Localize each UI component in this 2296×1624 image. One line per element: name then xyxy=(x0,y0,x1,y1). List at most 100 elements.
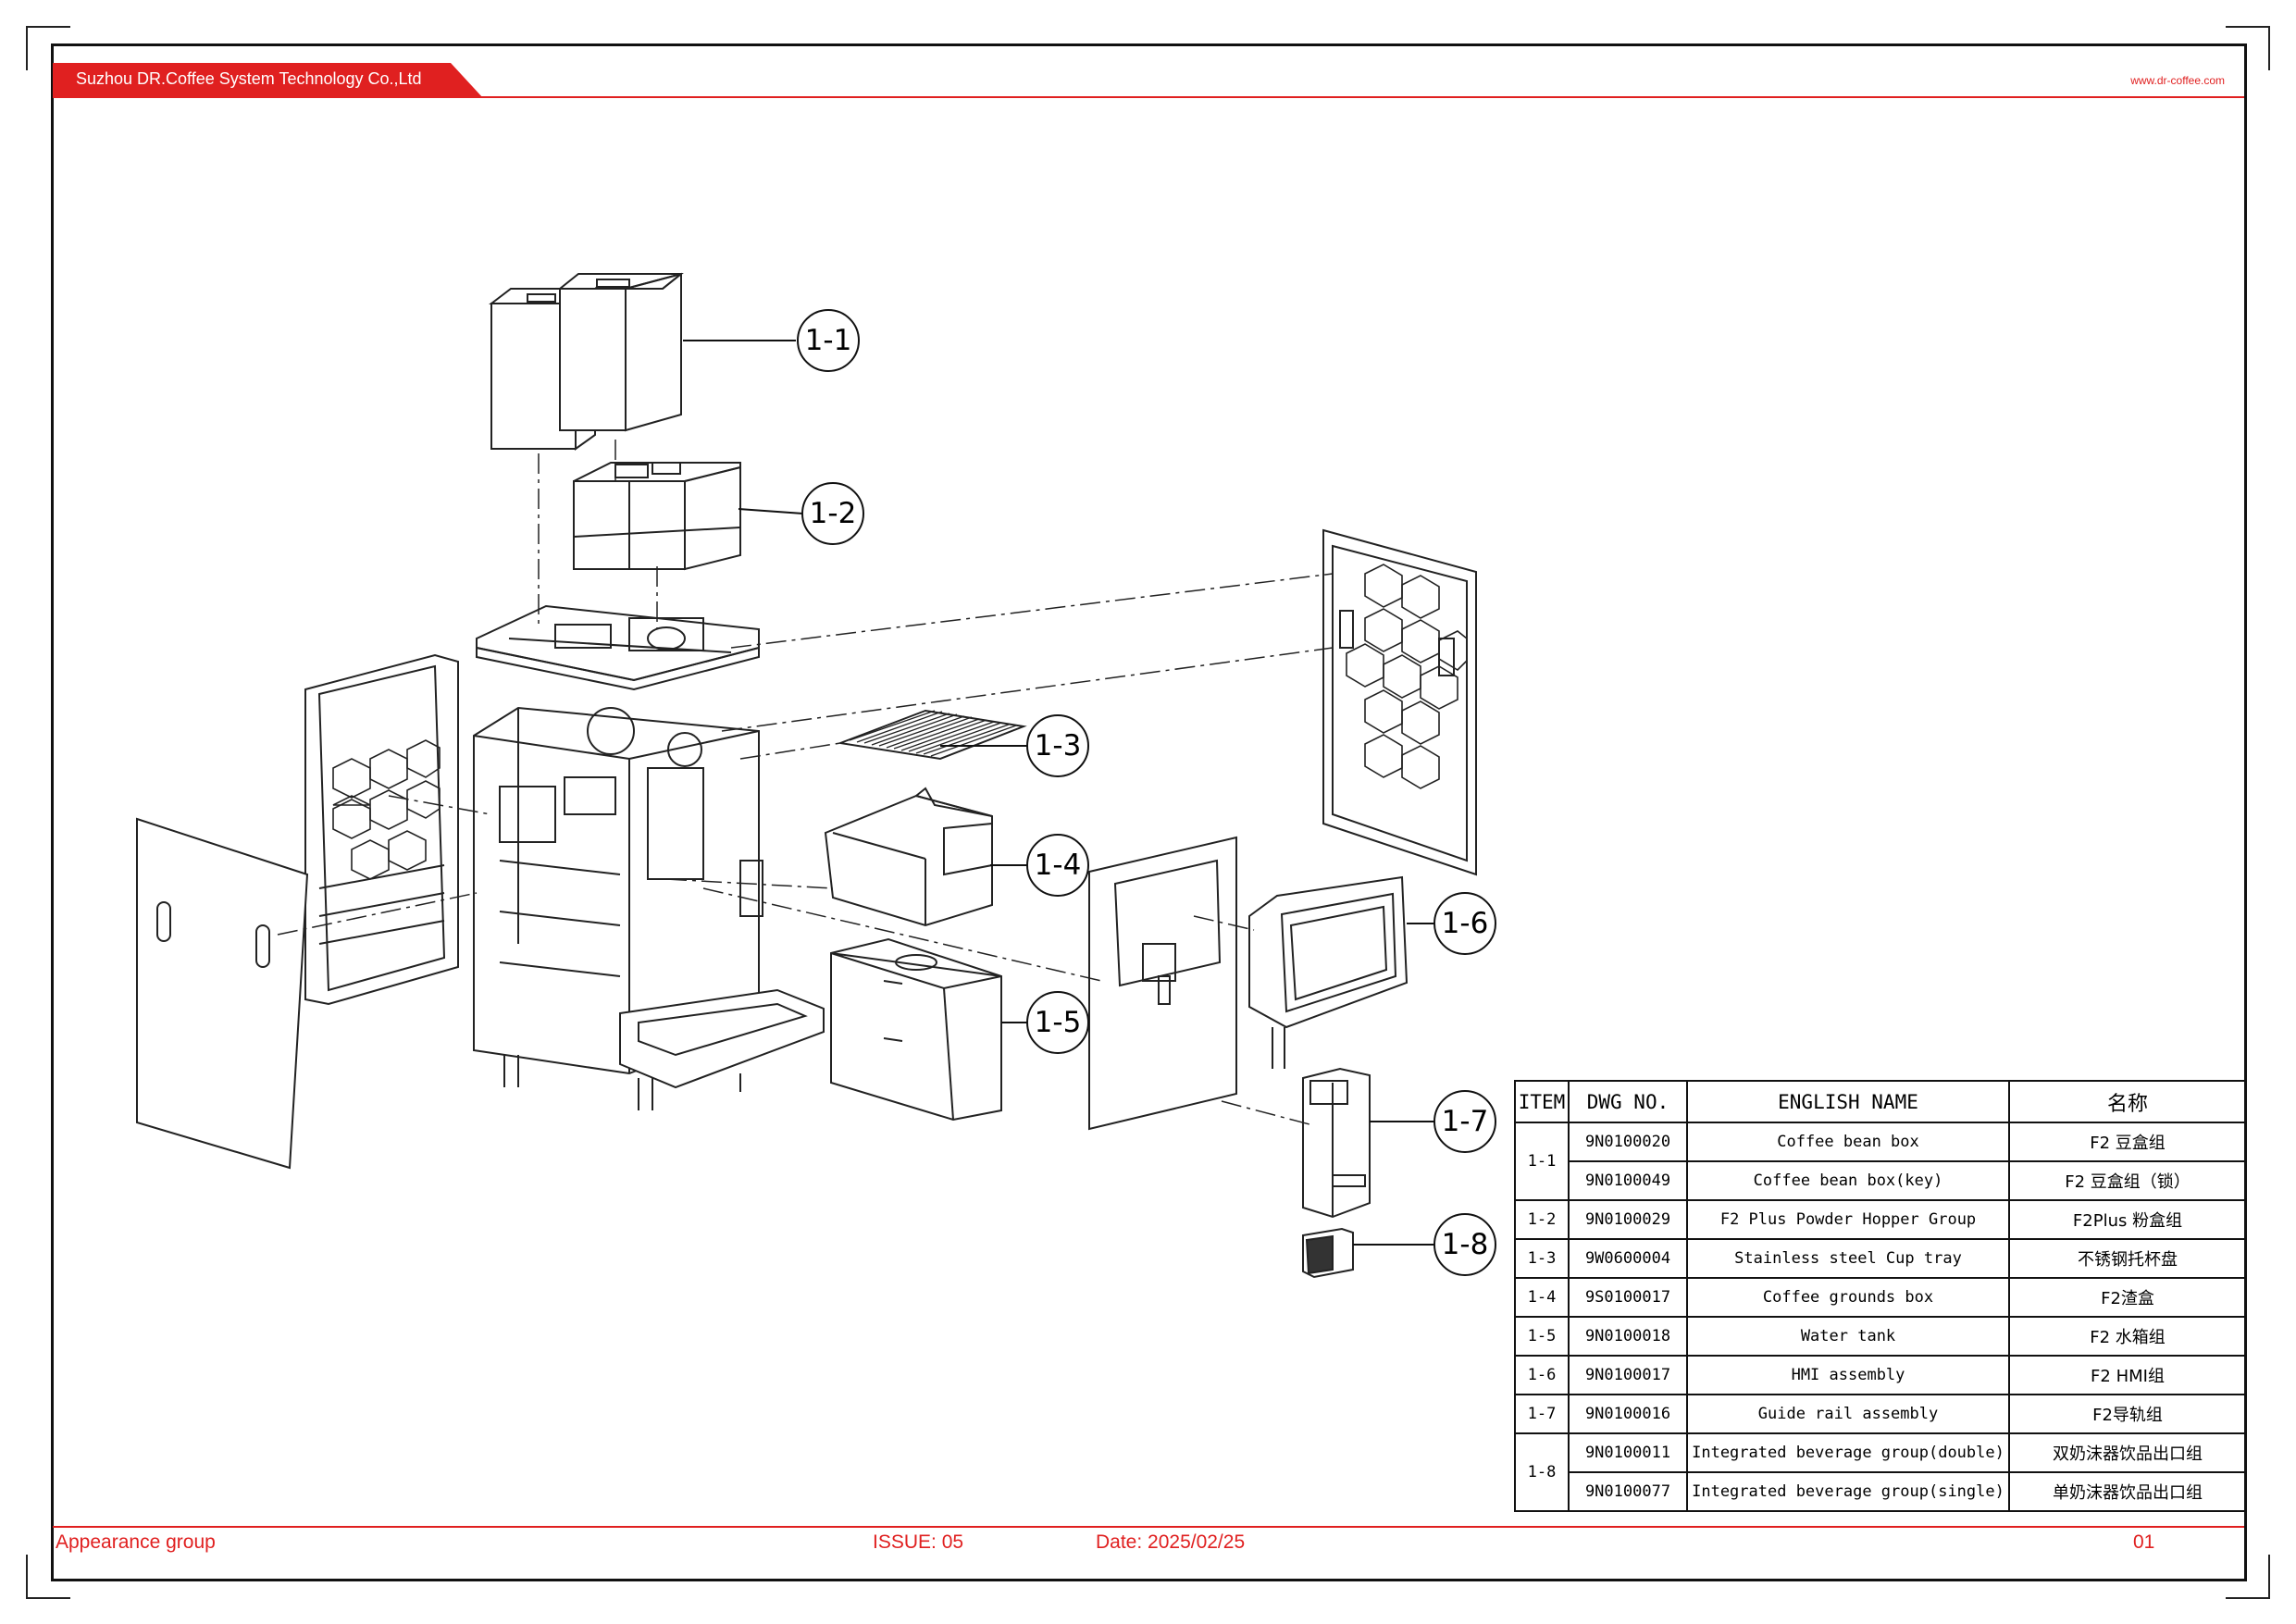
header-rule xyxy=(53,96,2244,98)
website-link[interactable]: www.dr-coffee.com xyxy=(2130,74,2225,87)
callout-label: 1-5 xyxy=(1035,1006,1082,1039)
crop-mark xyxy=(26,26,28,70)
company-name: Suzhou DR.Coffee System Technology Co.,L… xyxy=(76,69,422,88)
crop-mark xyxy=(2268,1555,2270,1599)
callout-circle xyxy=(797,309,860,372)
crop-mark xyxy=(2226,1597,2270,1599)
item-cell: 1-7 xyxy=(1514,1394,1570,1434)
grounds-box-part xyxy=(824,787,993,927)
table-row: 9N0100077 Integrated beverage group(sing… xyxy=(1515,1471,2247,1512)
callout-label: 1-1 xyxy=(805,324,852,357)
table-row: 1-3 9W0600004 Stainless steel Cup tray 不… xyxy=(1514,1238,2247,1279)
crop-mark xyxy=(26,1597,70,1599)
column-header-item: ITEM xyxy=(1514,1080,1570,1123)
english-name-cell: HMI assembly xyxy=(1686,1355,2010,1395)
item-cell: 1-3 xyxy=(1514,1238,1570,1279)
crop-mark xyxy=(2226,26,2270,28)
english-name-cell: Integrated beverage group(double) xyxy=(1686,1432,2010,1473)
callout-label: 1-7 xyxy=(1442,1105,1489,1138)
callout-label: 1-4 xyxy=(1035,849,1082,882)
chinese-name-cell: F2 HMI组 xyxy=(2008,1355,2247,1395)
chinese-name-cell: 单奶沫器饮品出口组 xyxy=(2008,1471,2247,1512)
column-header-chinese: 名称 xyxy=(2008,1080,2247,1123)
powder-hopper-part xyxy=(573,462,741,571)
side-frame-panel xyxy=(304,653,459,1006)
english-name-cell: Integrated beverage group(single) xyxy=(1686,1471,2010,1512)
crop-mark xyxy=(2268,26,2270,70)
chinese-name-cell: F2 水箱组 xyxy=(2008,1316,2247,1357)
table-row: 1-7 9N0100016 Guide rail assembly F2导轨组 xyxy=(1514,1394,2247,1434)
drawing-title: Appearance group xyxy=(56,1531,216,1553)
table-row: 1-6 9N0100017 HMI assembly F2 HMI组 xyxy=(1514,1355,2247,1395)
machine-body xyxy=(473,706,763,1110)
chinese-name-cell: F2渣盒 xyxy=(2008,1277,2247,1318)
front-panel-part xyxy=(1088,836,1237,1131)
table-row: 9N0100049 Coffee bean box(key) F2 豆盒组（锁） xyxy=(1515,1160,2247,1201)
header-banner xyxy=(53,63,483,98)
column-header-dwg: DWG NO. xyxy=(1568,1080,1688,1123)
item-cell: 1-2 xyxy=(1514,1199,1570,1240)
chinese-name-cell: F2Plus 粉盒组 xyxy=(2008,1199,2247,1240)
hmi-part xyxy=(1248,875,1409,1069)
callout-circle xyxy=(1433,892,1496,955)
dwg-cell: 9W0600004 xyxy=(1568,1238,1688,1279)
chinese-name-cell: F2 豆盒组 xyxy=(2008,1122,2247,1162)
english-name-cell: F2 Plus Powder Hopper Group xyxy=(1686,1199,2010,1240)
english-name-cell: Coffee bean box(key) xyxy=(1686,1160,2010,1201)
item-cell: 1-8 xyxy=(1514,1432,1570,1512)
issue-number: ISSUE: 05 xyxy=(873,1531,964,1553)
issue-date: Date: 2025/02/25 xyxy=(1096,1531,1246,1553)
item-cell: 1-1 xyxy=(1514,1122,1570,1201)
cup-tray-part xyxy=(837,709,1027,761)
english-name-cell: Coffee grounds box xyxy=(1686,1277,2010,1318)
dwg-cell: 9N0100029 xyxy=(1568,1199,1688,1240)
english-name-cell: Coffee bean box xyxy=(1686,1122,2010,1162)
table-header-row: ITEM DWG NO. ENGLISH NAME 名称 xyxy=(1514,1080,2247,1123)
crop-mark xyxy=(26,1555,28,1599)
callout-label: 1-6 xyxy=(1442,907,1489,940)
dwg-cell: 9N0100017 xyxy=(1568,1355,1688,1395)
callout-circle xyxy=(1026,834,1089,897)
crop-mark xyxy=(26,26,70,28)
page-number: 01 xyxy=(2133,1531,2155,1553)
chinese-name-cell: F2 豆盒组（锁） xyxy=(2008,1160,2247,1201)
table-row: 1-1 9N0100020 Coffee bean box F2 豆盒组 xyxy=(1514,1122,2247,1201)
english-name-cell: Guide rail assembly xyxy=(1686,1394,2010,1434)
item-cell: 1-4 xyxy=(1514,1277,1570,1318)
callout-circle xyxy=(801,482,864,545)
callout-label: 1-3 xyxy=(1035,729,1082,762)
callout-circle xyxy=(1433,1090,1496,1153)
guide-rail-part xyxy=(1302,1067,1371,1219)
parts-list-table: ITEM DWG NO. ENGLISH NAME 名称 1-1 9N01000… xyxy=(1514,1080,2247,1512)
side-panel-part xyxy=(1322,528,1477,876)
callout-label: 1-8 xyxy=(1442,1228,1489,1261)
dwg-cell: 9N0100016 xyxy=(1568,1394,1688,1434)
table-row: 1-8 9N0100011 Integrated beverage group(… xyxy=(1514,1432,2247,1512)
water-tank-part xyxy=(830,937,1002,1122)
bean-box-part xyxy=(489,272,684,451)
item-cell: 1-6 xyxy=(1514,1355,1570,1395)
top-plate-part xyxy=(476,604,760,691)
drawing-frame xyxy=(51,43,2247,1581)
english-name-cell: Stainless steel Cup tray xyxy=(1686,1238,2010,1279)
chinese-name-cell: 不锈钢托杯盘 xyxy=(2008,1238,2247,1279)
callout-circle xyxy=(1026,714,1089,777)
chinese-name-cell: 双奶沫器饮品出口组 xyxy=(2008,1432,2247,1473)
front-door-panel xyxy=(136,817,309,1170)
callout-circle xyxy=(1026,991,1089,1054)
dwg-cell: 9N0100049 xyxy=(1568,1160,1688,1201)
callout-circle xyxy=(1433,1213,1496,1276)
footer-rule xyxy=(53,1526,2244,1528)
drip-tray-part xyxy=(619,988,825,1092)
table-row: 1-4 9S0100017 Coffee grounds box F2渣盒 xyxy=(1514,1277,2247,1318)
table-row: 1-5 9N0100018 Water tank F2 水箱组 xyxy=(1514,1316,2247,1357)
item-cell: 1-5 xyxy=(1514,1316,1570,1357)
chinese-name-cell: F2导轨组 xyxy=(2008,1394,2247,1434)
dwg-cell: 9N0100018 xyxy=(1568,1316,1688,1357)
callout-label: 1-2 xyxy=(810,497,857,530)
dwg-cell: 9S0100017 xyxy=(1568,1277,1688,1318)
column-header-english: ENGLISH NAME xyxy=(1686,1080,2010,1123)
dwg-cell: 9N0100011 xyxy=(1568,1432,1688,1473)
table-row: 1-2 9N0100029 F2 Plus Powder Hopper Grou… xyxy=(1514,1199,2247,1240)
